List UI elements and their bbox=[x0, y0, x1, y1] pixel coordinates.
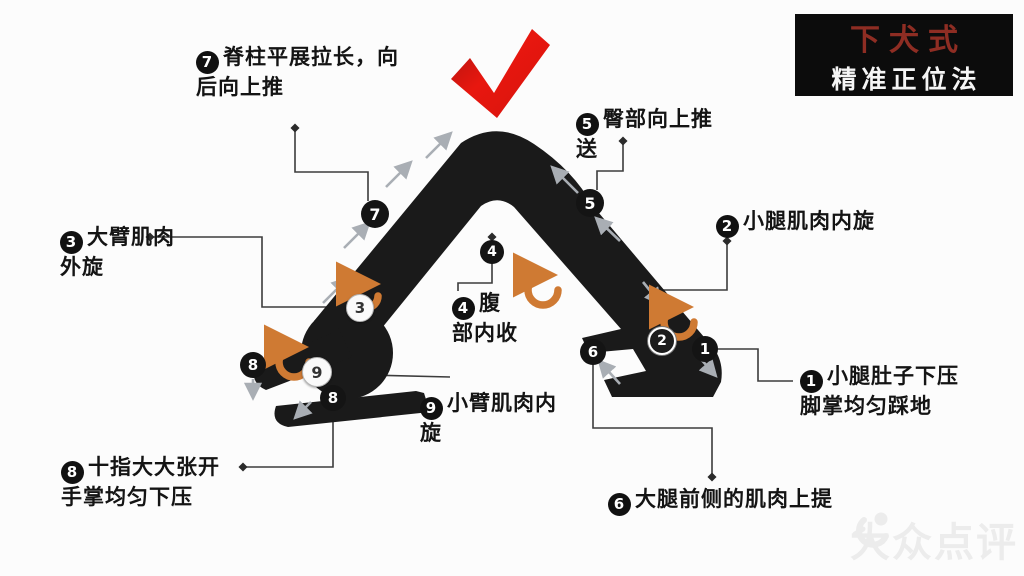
annotation-text-line2: 旋 bbox=[420, 422, 442, 446]
torso-and-legs bbox=[314, 131, 722, 397]
connector-1 bbox=[713, 348, 793, 382]
watermark: 大众点评 bbox=[850, 510, 1018, 568]
connector-3 bbox=[150, 236, 347, 308]
connector-6 bbox=[592, 363, 713, 476]
marker-8a: 8 bbox=[240, 352, 266, 378]
thigh-arrow bbox=[597, 359, 621, 385]
spine-arrow bbox=[425, 131, 453, 159]
checkmark-icon bbox=[451, 29, 550, 118]
annotation-number: 9 bbox=[420, 397, 443, 421]
marker-2: 2 bbox=[648, 327, 676, 355]
dianping-logo-icon bbox=[852, 512, 889, 548]
annotation-text: 小臂肌肉内 bbox=[447, 392, 557, 415]
hip-arrow bbox=[594, 216, 621, 242]
pose-title: 下犬式 bbox=[850, 23, 967, 57]
marker-1: 1 bbox=[692, 336, 718, 362]
connector-8 bbox=[243, 407, 334, 468]
annotation-text: 小腿肌肉内旋 bbox=[743, 210, 875, 233]
annotation-text-line2: 手掌均匀下压 bbox=[61, 486, 193, 510]
marker-5: 5 bbox=[576, 189, 604, 217]
annotation-number: 4 bbox=[452, 297, 475, 321]
far-arm bbox=[274, 391, 430, 427]
marker-6: 6 bbox=[580, 339, 606, 365]
annotation-text-line2: 外旋 bbox=[60, 256, 104, 280]
annotation-text: 脊柱平展拉长，向 bbox=[223, 46, 399, 69]
connector-7 bbox=[294, 129, 369, 201]
marker-7: 7 bbox=[361, 200, 389, 228]
annotation-text-line2: 后向上推 bbox=[196, 76, 284, 100]
spine-arrow bbox=[343, 221, 371, 249]
annotation-number: 5 bbox=[576, 113, 599, 137]
pose-subtitle: 精准正位法 bbox=[831, 65, 982, 94]
annotation-number: 8 bbox=[61, 461, 84, 485]
annotation-text: 臀部向上推 bbox=[603, 108, 713, 131]
annotation-text-line2: 部内收 bbox=[452, 322, 518, 346]
annotation-text-line2: 送 bbox=[576, 138, 598, 162]
title-box: 下犬式 精准正位法 bbox=[795, 14, 1013, 96]
annotation-text-line2: 脚掌均匀踩地 bbox=[800, 395, 932, 419]
annotation-number: 7 bbox=[196, 51, 219, 75]
annotation-text: 腹 bbox=[479, 292, 501, 315]
hip-arrow bbox=[550, 165, 579, 194]
annotation-number: 6 bbox=[608, 493, 631, 517]
marker-8b: 8 bbox=[320, 385, 346, 411]
marker-3: 3 bbox=[346, 294, 374, 322]
annotation-text: 十指大大张开 bbox=[88, 456, 220, 479]
annotation-number: 1 bbox=[800, 370, 823, 394]
abdomen-rotation-icon bbox=[512, 252, 562, 309]
marker-9: 9 bbox=[302, 357, 332, 387]
annotation-text: 大臂肌肉 bbox=[87, 226, 175, 249]
forearm-arrow bbox=[293, 400, 313, 420]
connector-5 bbox=[596, 142, 624, 190]
annotation-text: 大腿前侧的肌肉上提 bbox=[635, 488, 833, 511]
annotation-number: 3 bbox=[60, 231, 83, 255]
marker-4: 4 bbox=[480, 240, 504, 264]
annotation-text: 小腿肚子下压 bbox=[827, 365, 959, 388]
spine-arrow bbox=[385, 160, 413, 188]
annotation-number: 2 bbox=[716, 215, 739, 239]
